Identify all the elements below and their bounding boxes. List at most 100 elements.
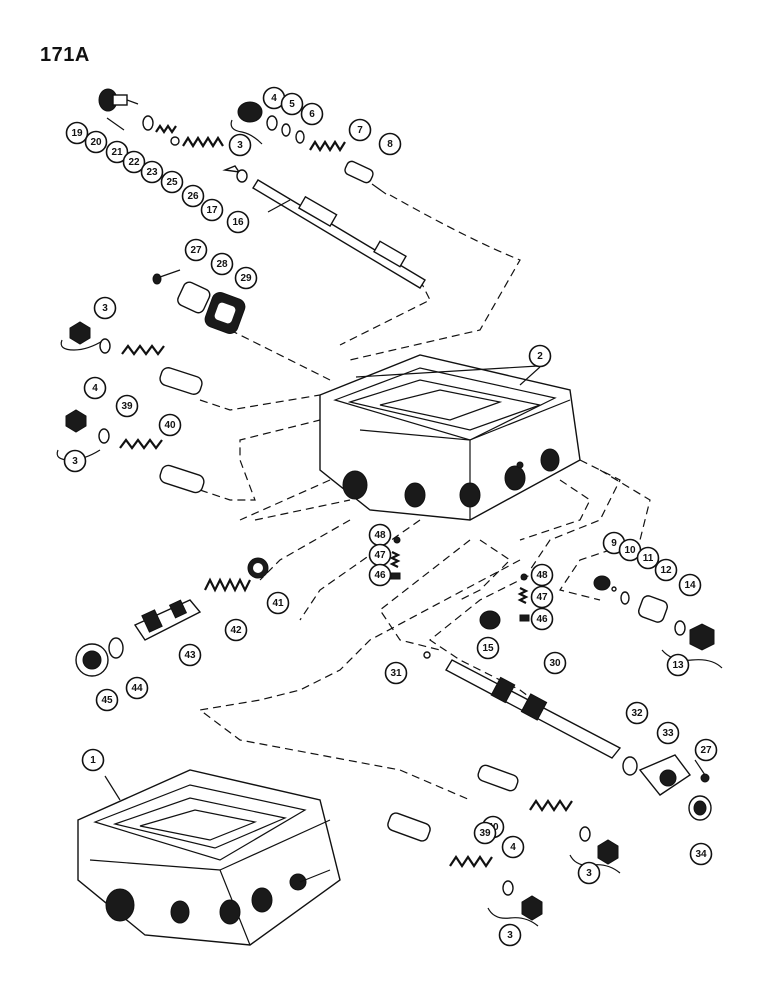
o-ring-4-bottom-lower (502, 880, 514, 896)
callout-label: 6 (309, 109, 315, 120)
bolt-27-top (152, 269, 181, 285)
callout-circle (689, 842, 713, 866)
callout-circle (93, 296, 117, 320)
callout-circle (528, 344, 552, 368)
plunger-40-bottom-lower (387, 812, 431, 842)
callout-label: 3 (237, 140, 243, 151)
spring-22 (155, 124, 177, 134)
callout-circle (368, 563, 392, 587)
callout-circle (234, 266, 258, 290)
callout-label: 13 (672, 660, 684, 671)
ball-48-left (393, 536, 401, 544)
callout-circle (694, 738, 718, 762)
callout-label: 48 (536, 570, 548, 581)
o-ring-5 (281, 123, 291, 137)
callout-circle (228, 133, 252, 157)
bolt-27-right (694, 759, 710, 783)
callout-circle (678, 573, 702, 597)
plunger-40-upper (159, 367, 203, 395)
callout-label: 5 (289, 99, 295, 110)
callout-label: 4 (92, 383, 98, 394)
callout-label: 3 (102, 303, 108, 314)
callout-circle (625, 701, 649, 725)
callout-c1: 1 (81, 748, 105, 772)
callout-c25: 25 (160, 170, 184, 194)
spool-30 (445, 659, 622, 759)
callout-circle (501, 835, 525, 859)
callout-c31: 31 (384, 661, 408, 685)
callout-label: 21 (111, 147, 123, 158)
callout-label: 46 (374, 570, 386, 581)
cover-33 (638, 754, 692, 796)
callout-label: 41 (272, 598, 284, 609)
callout-c46a: 46 (368, 563, 392, 587)
callout-c29: 29 (234, 266, 258, 290)
callout-circle (81, 748, 105, 772)
washer-23 (170, 136, 180, 146)
callout-c41: 41 (266, 591, 290, 615)
callout-c11: 11 (636, 546, 660, 570)
spring-47-right (517, 587, 529, 604)
callout-label: 46 (536, 614, 548, 625)
callout-circle (158, 413, 182, 437)
callout-circle (184, 238, 208, 262)
spring-7 (309, 139, 346, 153)
callout-label: 17 (206, 205, 218, 216)
callout-circle (378, 132, 402, 156)
callout-label: 15 (482, 643, 494, 654)
callout-circle (226, 210, 250, 234)
callout-c3c: 3 (63, 449, 87, 473)
callout-label: 4 (271, 93, 277, 104)
callout-c12: 12 (654, 558, 678, 582)
callout-c47a: 47 (368, 543, 392, 567)
plug-9 (593, 575, 611, 591)
callout-c8: 8 (378, 132, 402, 156)
valve-43 (133, 599, 202, 641)
callout-label: 28 (216, 259, 228, 270)
callout-circle (348, 118, 372, 142)
spring-25 (182, 135, 224, 149)
poppet-26 (222, 165, 241, 173)
callout-circle (105, 140, 129, 164)
callout-circle (300, 102, 324, 126)
callout-circle (83, 376, 107, 400)
callout-c20: 20 (84, 130, 108, 154)
callout-label: 20 (90, 137, 102, 148)
callout-label: 1 (90, 755, 96, 766)
callout-c3b: 3 (93, 296, 117, 320)
callout-label: 25 (166, 177, 178, 188)
callout-label: 39 (121, 401, 133, 412)
plug-3-bottom-lower (487, 895, 543, 927)
callout-label: 14 (684, 580, 696, 591)
plug-13 (661, 623, 723, 669)
callout-label: 43 (184, 650, 196, 661)
callout-c22: 22 (122, 150, 146, 174)
callout-c6: 6 (300, 102, 324, 126)
cover-28 (177, 281, 211, 314)
callout-c28: 28 (210, 252, 234, 276)
callout-label: 3 (586, 868, 592, 879)
callout-c4b: 4 (83, 376, 107, 400)
callout-c5: 5 (280, 92, 304, 116)
callout-c2: 2 (528, 344, 552, 368)
o-ring-21 (142, 115, 154, 131)
pressure-adjust-screw (98, 88, 139, 112)
callout-c30: 30 (543, 651, 567, 675)
callout-label: 32 (631, 708, 643, 719)
valve-spool-16 (252, 179, 426, 289)
callout-circle (530, 607, 554, 631)
callout-label: 48 (374, 530, 386, 541)
callout-label: 4 (510, 842, 516, 853)
callout-c7: 7 (348, 118, 372, 142)
callout-label: 34 (695, 849, 707, 860)
o-ring-4-top (266, 115, 278, 131)
callout-c48a: 48 (368, 523, 392, 547)
callout-circle (577, 861, 601, 885)
upper-valve-body (319, 354, 581, 521)
lower-valve-body (77, 769, 341, 946)
callout-circle (666, 653, 690, 677)
callout-circle (636, 546, 660, 570)
seal-34 (688, 795, 712, 821)
callout-circle (656, 721, 680, 745)
